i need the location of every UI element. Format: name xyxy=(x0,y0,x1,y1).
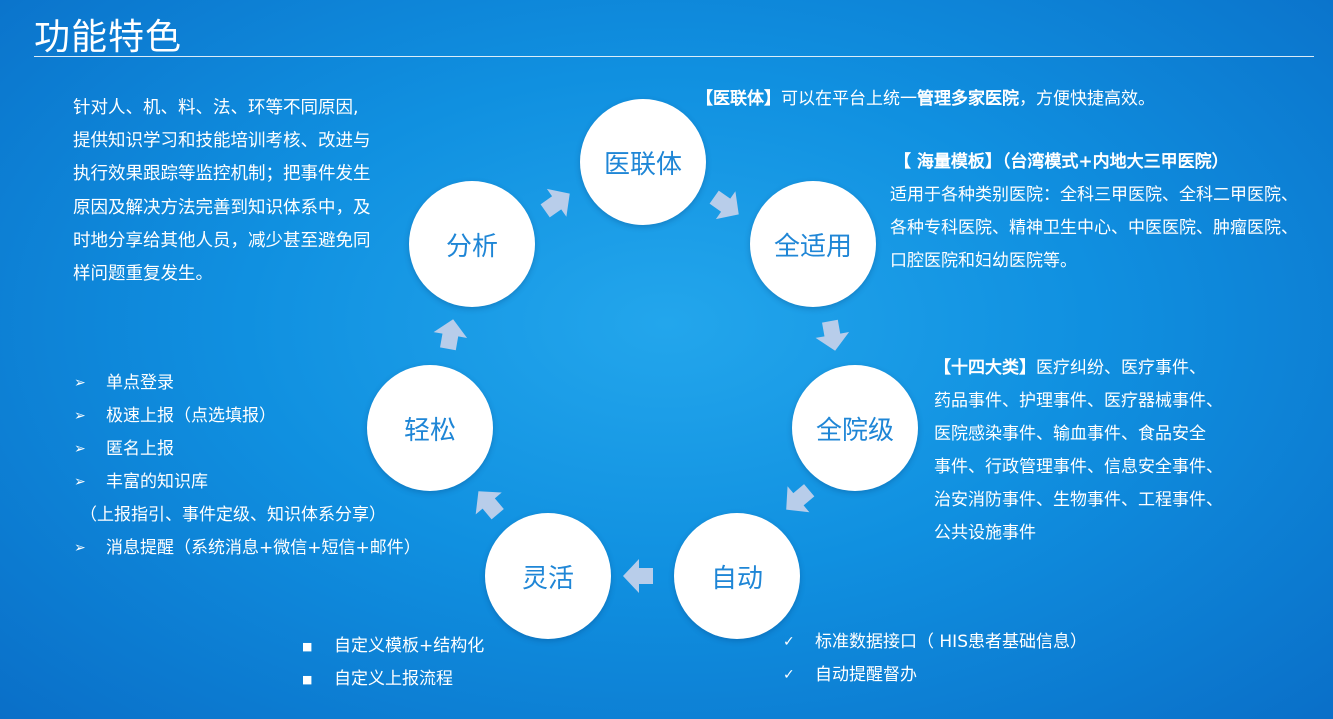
checkmark-icon: ✓ xyxy=(783,634,795,650)
arrow-icon xyxy=(431,316,470,352)
intro-paragraph: 针对人、机、料、法、环等不同原因, 提供知识学习和技能培训考核、改进与 执行效果… xyxy=(73,92,393,291)
list-item: ✓自动提醒督办 xyxy=(783,659,1087,692)
bullet-arrow-icon: ➢ xyxy=(74,474,86,490)
yilianti-bold: 管理多家医院 xyxy=(917,89,1019,109)
list-item: ➢极速上报（点选填报） xyxy=(74,400,421,433)
category-line: 药品事件、护理事件、医疗器械事件、 xyxy=(934,391,1223,411)
list-item: ➢丰富的知识库 xyxy=(74,466,421,499)
bullet-arrow-icon: ➢ xyxy=(74,375,86,391)
template-line: 口腔医院和妇幼医院等。 xyxy=(890,251,1077,271)
bullet-arrow-icon: ➢ xyxy=(74,540,86,556)
checkmark-icon: ✓ xyxy=(783,667,795,683)
template-line: 适用于各种类别医院：全科三甲医院、全科二甲医院、 xyxy=(890,185,1298,205)
list-item: ➢匿名上报 xyxy=(74,433,421,466)
list-item: ✓标准数据接口（ HIS患者基础信息） xyxy=(783,626,1087,659)
category-note: 【十四大类】医疗纠纷、医疗事件、 药品事件、护理事件、医疗器械事件、 医院感染事… xyxy=(934,352,1223,550)
auto-list: ✓标准数据接口（ HIS患者基础信息） ✓自动提醒督办 xyxy=(783,626,1087,692)
intro-line: 针对人、机、料、法、环等不同原因, xyxy=(73,98,359,118)
arrow-icon xyxy=(704,183,749,229)
template-line: 各种专科医院、精神卫生中心、中医医院、肿瘤医院、 xyxy=(890,218,1298,238)
list-item-sub: （上报指引、事件定级、知识体系分享） xyxy=(80,505,386,525)
easy-list: ➢单点登录 ➢极速上报（点选填报） ➢匿名上报 ➢丰富的知识库 （上报指引、事件… xyxy=(74,367,421,565)
yilianti-text: 可以在平台上统一 xyxy=(781,89,917,109)
list-item: ➢单点登录 xyxy=(74,367,421,400)
yilianti-tag: 【医联体】 xyxy=(696,89,781,109)
bullet-square-icon: ■ xyxy=(302,673,313,686)
intro-line: 时地分享给其他人员，减少甚至避免同 xyxy=(73,230,371,251)
list-item: ■自定义模板+结构化 xyxy=(302,630,484,663)
arrow-icon xyxy=(623,559,653,593)
arrow-icon xyxy=(535,179,580,225)
bullet-arrow-icon: ➢ xyxy=(74,441,86,457)
node-quanshiyong: 全适用 xyxy=(750,181,876,307)
title-divider xyxy=(34,56,1314,57)
yilianti-text-end: ，方便快捷高效。 xyxy=(1019,89,1155,109)
node-yilianti: 医联体 xyxy=(580,99,706,225)
arrow-icon xyxy=(465,480,511,526)
arrow-icon xyxy=(813,318,852,354)
intro-line: 样问题重复发生。 xyxy=(73,264,213,285)
list-item: ■自定义上报流程 xyxy=(302,663,484,696)
bullet-square-icon: ■ xyxy=(302,640,313,653)
node-qingsong: 轻松 xyxy=(367,365,493,491)
node-quanyuanji: 全院级 xyxy=(792,365,918,491)
intro-line: 执行效果跟踪等监控机制；把事件发生 xyxy=(73,164,371,185)
node-linghuo: 灵活 xyxy=(485,513,611,639)
flexible-list: ■自定义模板+结构化 ■自定义上报流程 xyxy=(302,630,484,696)
category-first: 医疗纠纷、医疗事件、 xyxy=(1036,358,1206,378)
category-line: 治安消防事件、生物事件、工程事件、 xyxy=(934,490,1223,510)
category-line: 公共设施事件 xyxy=(934,523,1036,543)
category-line: 事件、行政管理事件、信息安全事件、 xyxy=(934,457,1223,477)
arrow-icon xyxy=(775,477,821,523)
template-heading: 【 海量模板】（台湾模式+内地大三甲医院） xyxy=(894,152,1229,172)
intro-line: 原因及解决方法完善到知识体系中，及 xyxy=(73,197,371,218)
node-zidong: 自动 xyxy=(674,513,800,639)
category-line: 医院感染事件、输血事件、食品安全 xyxy=(934,424,1206,444)
category-tag: 【十四大类】 xyxy=(934,358,1036,378)
page-title: 功能特色 xyxy=(34,17,183,58)
list-item: ➢消息提醒（系统消息+微信+短信+邮件） xyxy=(74,532,421,565)
template-note: 【 海量模板】（台湾模式+内地大三甲医院） 适用于各种类别医院：全科三甲医院、全… xyxy=(890,146,1298,278)
bullet-arrow-icon: ➢ xyxy=(74,408,86,424)
node-fenxi: 分析 xyxy=(409,181,535,307)
yilianti-note: 【医联体】可以在平台上统一管理多家医院，方便快捷高效。 xyxy=(696,83,1155,116)
intro-line: 提供知识学习和技能培训考核、改进与 xyxy=(73,131,371,152)
